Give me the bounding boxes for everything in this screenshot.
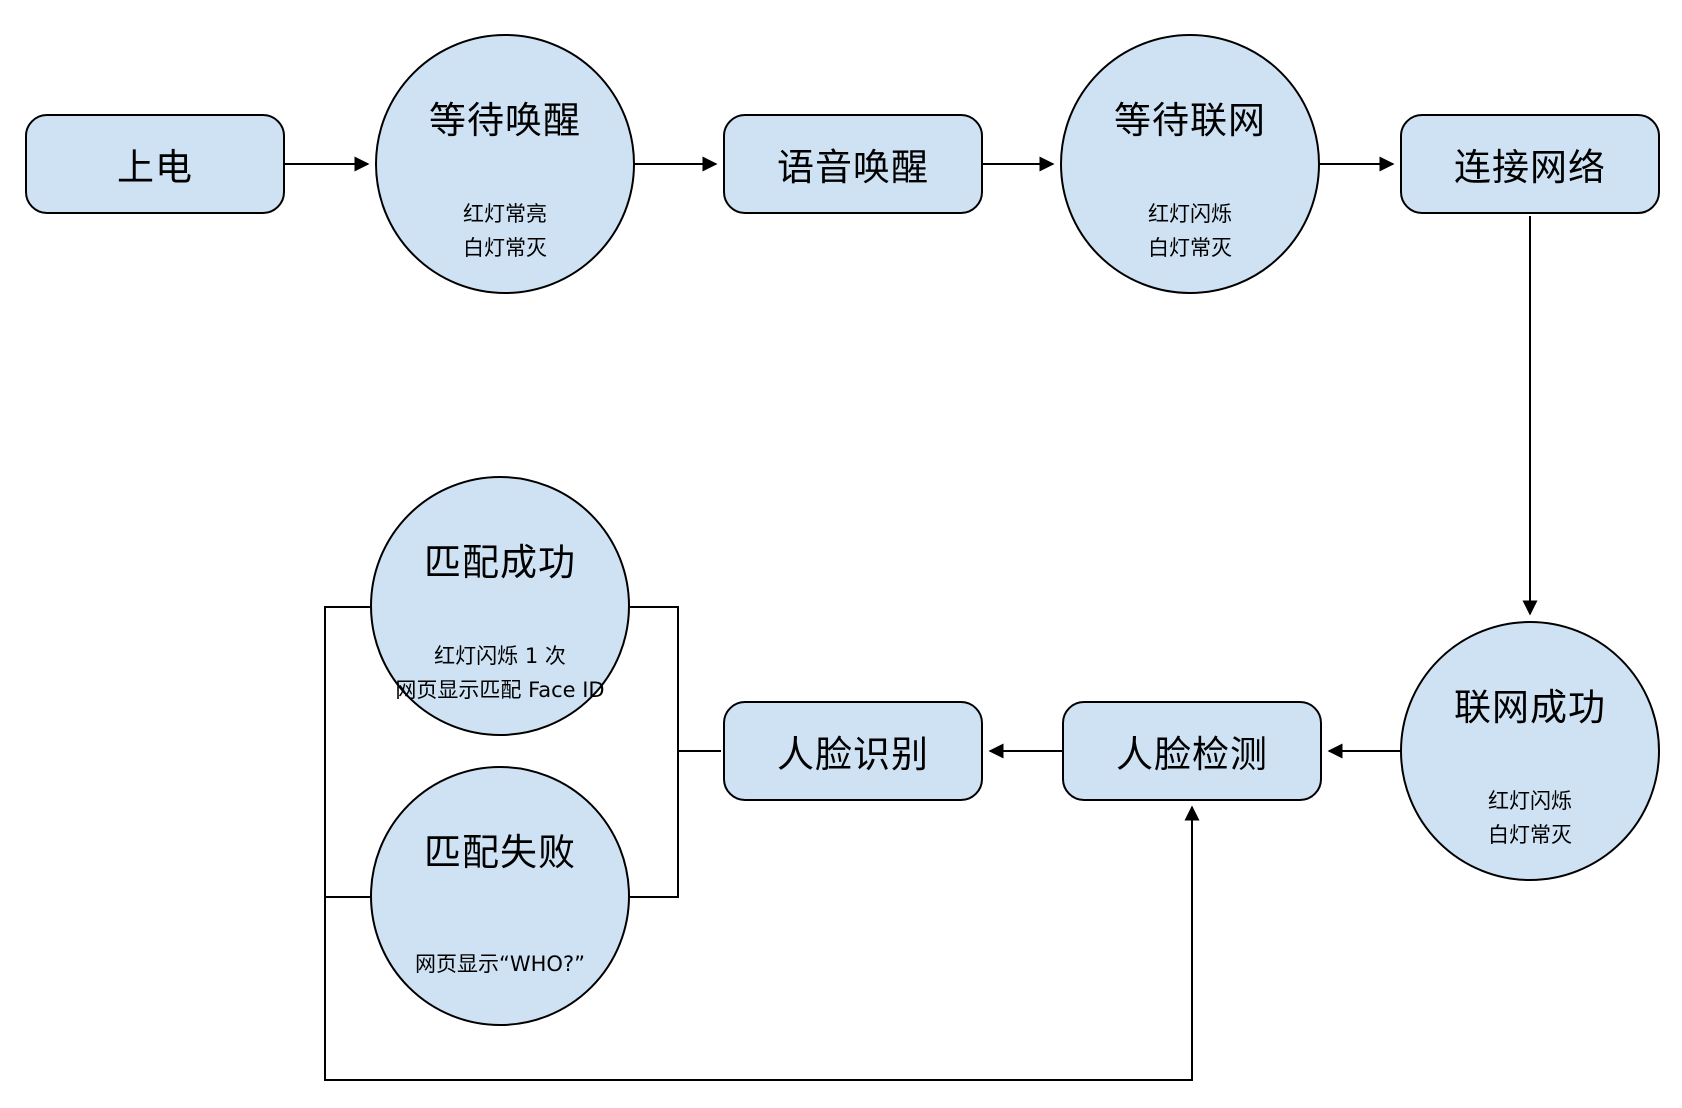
node-match-success: 匹配成功 红灯闪烁 1 次 网页显示匹配 Face ID: [370, 476, 630, 736]
node-face-recognize: 人脸识别: [723, 701, 983, 801]
node-network-success: 联网成功 红灯闪烁 白灯常灭: [1400, 621, 1660, 881]
node-wait-network-subtext: 红灯闪烁 白灯常灭: [1148, 202, 1232, 261]
node-connect-network: 连接网络: [1400, 114, 1660, 214]
node-face-detect-label: 人脸检测: [1116, 733, 1268, 776]
node-match-success-label: 匹配成功: [424, 540, 576, 584]
node-match-success-subtext: 红灯闪烁 1 次 网页显示匹配 Face ID: [395, 644, 605, 703]
node-match-fail-label: 匹配失败: [424, 830, 576, 874]
node-voice-wake-label: 语音唤醒: [777, 146, 929, 189]
node-network-success-label: 联网成功: [1454, 685, 1606, 729]
node-wait-network-label: 等待联网: [1114, 98, 1266, 142]
connector-match-loop-to-face-detect: [324, 606, 1200, 1081]
node-wait-wake-subtext: 红灯常亮 白灯常灭: [463, 202, 547, 261]
node-connect-network-label: 连接网络: [1454, 146, 1606, 189]
node-face-recognize-label: 人脸识别: [777, 733, 929, 776]
node-wait-wake: 等待唤醒 红灯常亮 白灯常灭: [375, 34, 635, 294]
connector-recognize-to-match-bracket: [630, 606, 721, 898]
node-power-on-label: 上电: [117, 146, 193, 189]
node-match-fail-subtext: 网页显示“WHO?”: [415, 952, 585, 977]
node-voice-wake: 语音唤醒: [723, 114, 983, 214]
node-wait-network: 等待联网 红灯闪烁 白灯常灭: [1060, 34, 1320, 294]
node-power-on: 上电: [25, 114, 285, 214]
node-match-fail: 匹配失败 网页显示“WHO?”: [370, 766, 630, 1026]
node-face-detect: 人脸检测: [1062, 701, 1322, 801]
node-wait-wake-label: 等待唤醒: [429, 98, 581, 142]
node-network-success-subtext: 红灯闪烁 白灯常灭: [1488, 789, 1572, 848]
